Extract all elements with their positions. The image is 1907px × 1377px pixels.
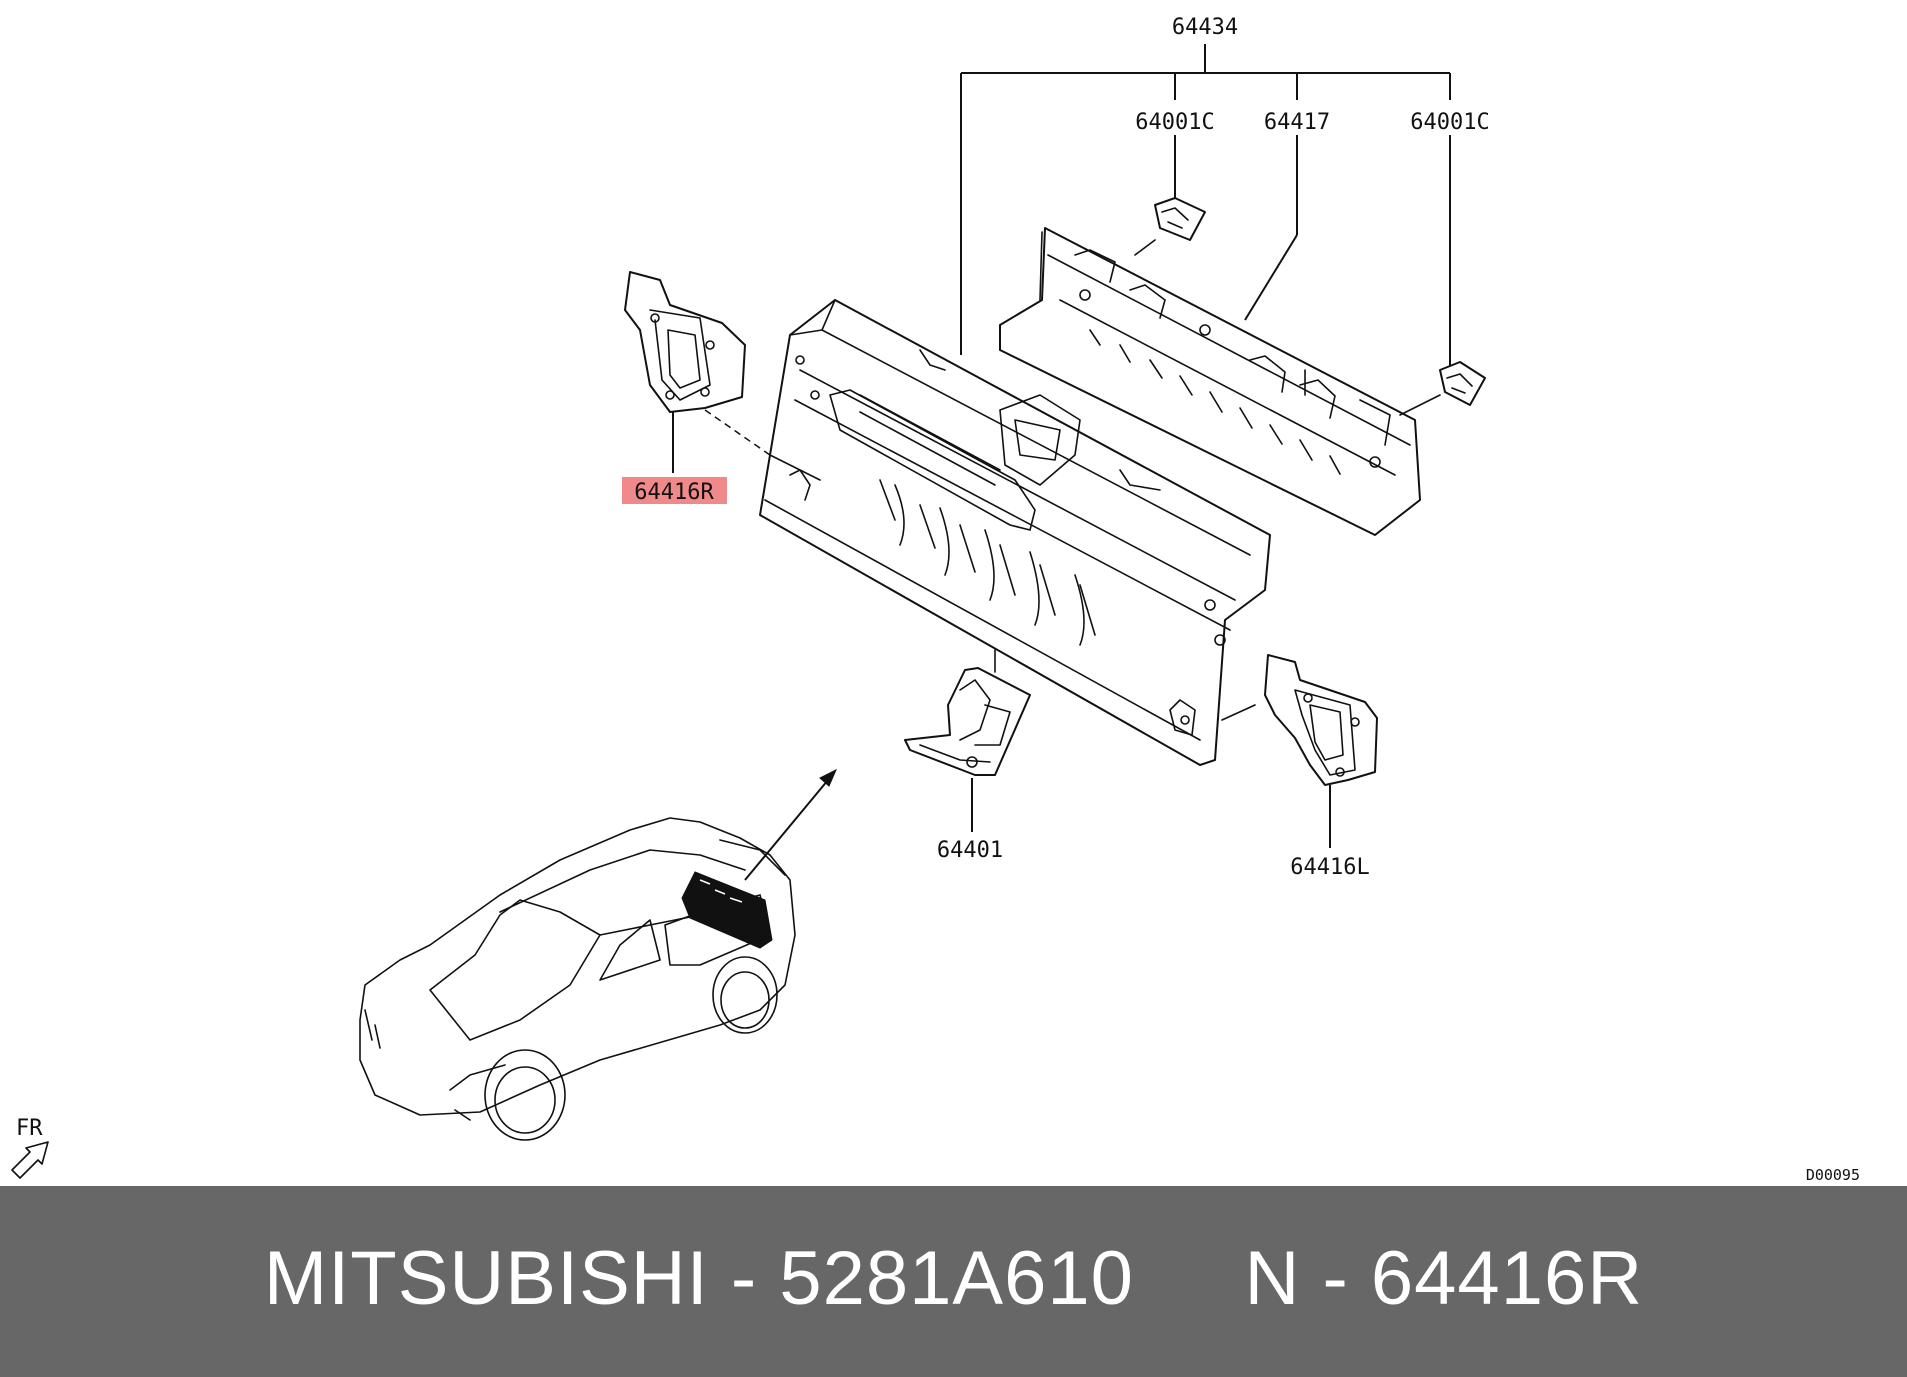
lower-bracket-shape xyxy=(904,667,1031,776)
highlight-box xyxy=(622,477,727,504)
car-part-location xyxy=(681,871,773,949)
direction-label: FR xyxy=(16,1116,43,1141)
diagram-code: D00095 xyxy=(1806,1166,1860,1184)
callout-64401: 64401 xyxy=(937,838,1003,863)
footer-bar: MITSUBISHI - 5281A610 N - 64416R xyxy=(0,1186,1907,1377)
diagram-canvas: 64434 64001C 64417 64001C 64416R 64401 6… xyxy=(11,15,1860,1184)
callout-64416r: 64416R xyxy=(634,480,714,505)
parts-diagram: 64434 64001C 64417 64001C 64416R 64401 6… xyxy=(11,15,1860,1184)
bracket-left-shape xyxy=(1154,197,1206,241)
bracket-right-shape xyxy=(1439,361,1486,406)
footer-caption: MITSUBISHI - 5281A610 N - 64416R xyxy=(263,1236,1644,1321)
callout-64434: 64434 xyxy=(1172,15,1238,40)
side-bracket-left-shape xyxy=(1264,654,1378,786)
front-direction-arrow-icon xyxy=(11,1141,49,1179)
assembly-leader-lines xyxy=(960,44,1451,370)
rear-panel-upper-shape xyxy=(999,227,1421,536)
callout-64001c-right: 64001C xyxy=(1410,110,1489,135)
side-bracket-right-shape xyxy=(624,271,746,413)
callout-64417: 64417 xyxy=(1264,110,1330,135)
car-outline xyxy=(359,817,796,1141)
location-arrow xyxy=(744,768,838,881)
callout-64001c-left: 64001C xyxy=(1135,110,1214,135)
callout-64416l: 64416L xyxy=(1290,855,1369,880)
rear-panel-main-shape xyxy=(759,299,1271,766)
